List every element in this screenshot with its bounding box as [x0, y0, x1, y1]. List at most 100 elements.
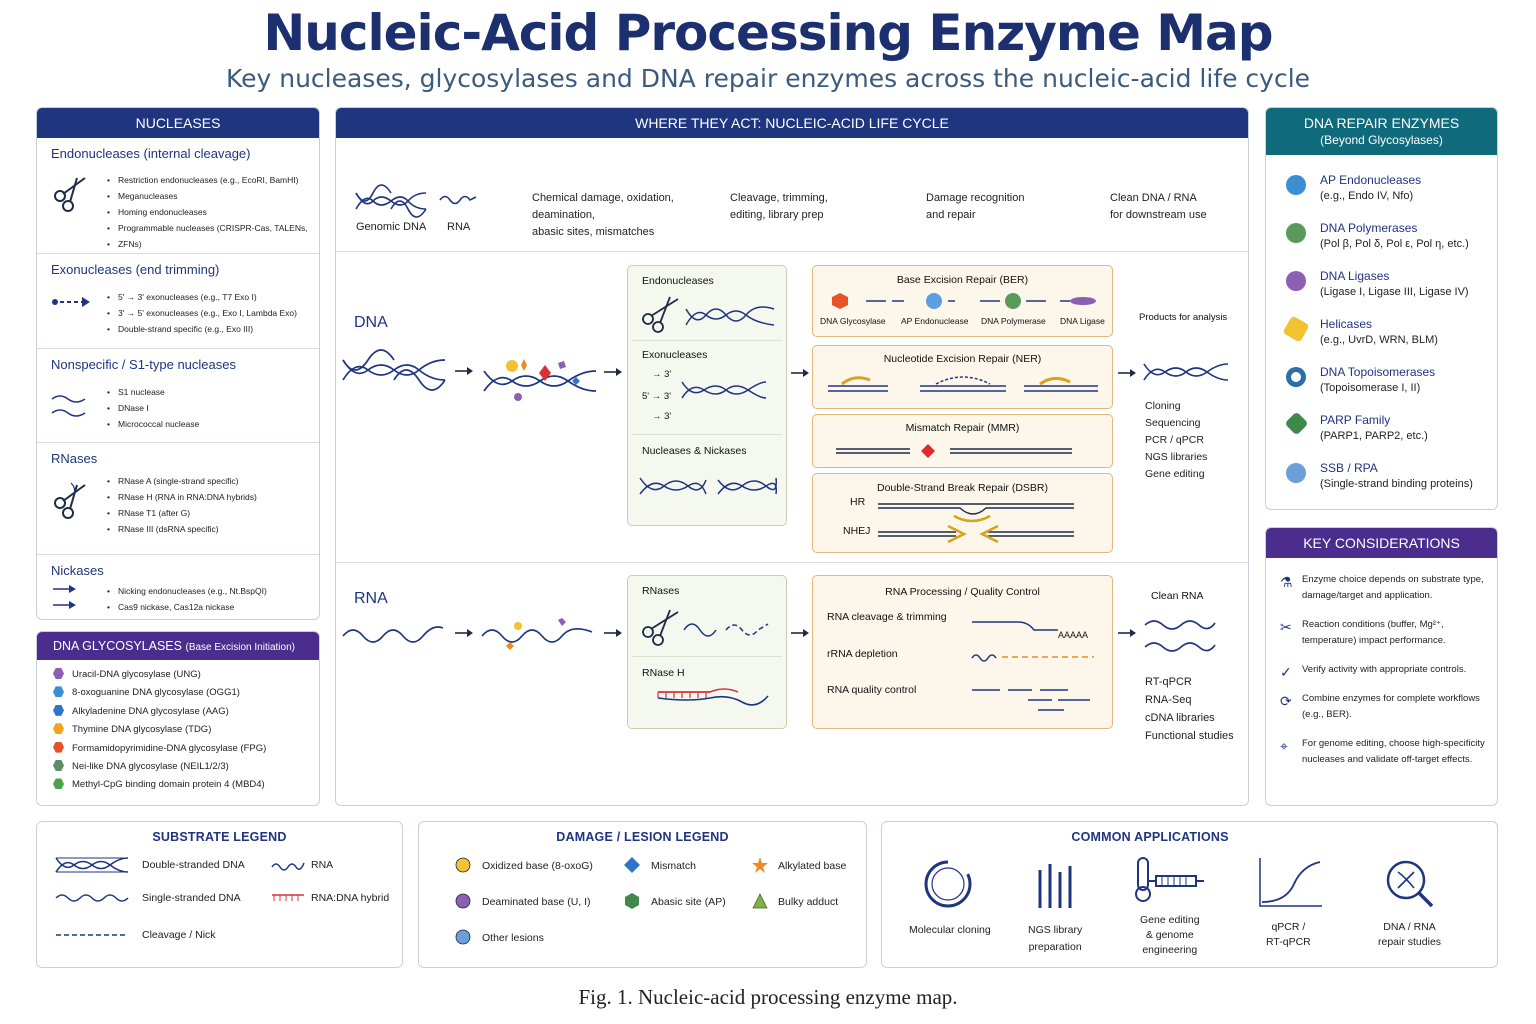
glycosylase-item: Methyl-CpG binding domain protein 4 (MBD…: [53, 776, 319, 794]
ber-step-label: DNA Glycosylase: [820, 316, 886, 326]
deaminated-base-icon: [455, 893, 471, 909]
scissors-icon: [54, 177, 86, 212]
right-arrow-icon: [604, 629, 622, 637]
figure-caption: Fig. 1. Nucleic-acid processing enzyme m…: [578, 985, 958, 1009]
rna-row-label: RNA: [354, 590, 388, 607]
nicked-dna-icon: [639, 477, 778, 495]
applications-title: COMMON APPLICATIONS: [1071, 830, 1229, 844]
step-repair: 4. REPAIR PATHWAYS: [919, 157, 1040, 169]
page-subtitle: Key nucleases, glycosylases and DNA repa…: [225, 64, 1311, 93]
step-sources: 1. DNA / RNA SOURCES: [359, 157, 489, 169]
section-title: RNases: [51, 451, 98, 466]
hexagon-icon: [53, 704, 64, 716]
other-lesions-icon: [455, 929, 471, 945]
ap-endonuclease-icon: [1286, 175, 1306, 195]
rnases-label: RNases: [642, 585, 680, 597]
glycosylase-item: Nei-like DNA glycosylase (NEIL1/2/3): [53, 758, 319, 776]
dsbr-title: Double-Strand Break Repair (DSBR): [877, 482, 1048, 494]
right-arrow-icon: [1118, 369, 1136, 377]
right-arrow-icon: [791, 369, 809, 377]
consideration-item: ✓Verify activity with appropriate contro…: [1280, 664, 1467, 680]
rna-scissors-icon: [54, 482, 86, 519]
dsbr-box: Double-Strand Break Repair (DSBR): [812, 473, 1113, 553]
glycosylase-item: Alkyladenine DNA glycosylase (AAG): [53, 703, 319, 721]
glycosylase-list: Uracil-DNA glycosylase (UNG) 8-oxoguanin…: [37, 660, 319, 795]
legend-label: Alkylated base: [778, 860, 847, 872]
rnase-list: RNase A (single-strand specific) RNase H…: [107, 473, 257, 537]
repair-enzyme-item: PARP Family(PARP1, PARP2, etc.): [1266, 409, 1497, 457]
legend-label: Deaminated base (U, I): [482, 896, 591, 908]
hexagon-icon: [53, 760, 64, 772]
repair-enzymes-panel: DNA REPAIR ENZYMES (Beyond Glycosylases)…: [1265, 107, 1498, 510]
rrna-depletion-diagram: [971, 654, 1094, 662]
ber-pathway-diagram: [832, 293, 1096, 309]
ligase-icon: [1286, 271, 1306, 291]
key-considerations-panel: KEY CONSIDERATIONS ⚗Enzyme choice depend…: [1265, 527, 1498, 806]
lifecycle-header: WHERE THEY ACT: NUCLEIC-ACID LIFE CYCLE: [336, 108, 1248, 138]
repair-enzymes-header: DNA REPAIR ENZYMES (Beyond Glycosylases): [1266, 108, 1497, 155]
genomic-dna-label: Genomic DNA: [356, 221, 427, 233]
rna-trimming-diagram: [972, 621, 1058, 631]
nucleases-nickases-label: Nucleases & Nickases: [642, 445, 747, 457]
exonucleases-label: Exonucleases: [642, 349, 708, 361]
legend-label: Abasic site (AP): [651, 896, 726, 908]
rna-label: RNA: [447, 221, 471, 233]
legend-label: Bulky adduct: [778, 896, 839, 908]
rna-qc-item: RNA quality control: [827, 684, 917, 696]
oxidized-base-icon: [455, 857, 471, 873]
sequencing-bars-icon: [1038, 864, 1072, 908]
section-title: Nonspecific / S1-type nucleases: [51, 357, 236, 372]
damaged-rna-icon: [481, 618, 593, 650]
rna-qc-diagram: [972, 689, 1090, 711]
rna-qc-item: rRNA depletion: [827, 648, 898, 660]
rna-icon: [271, 862, 305, 871]
arrow-icon: [53, 585, 76, 609]
flask-icon: ⚗: [1280, 574, 1293, 590]
mmr-title: Mismatch Repair (MMR): [905, 422, 1020, 434]
exonuclease-dna-icon: [681, 381, 767, 399]
divider: [632, 434, 782, 435]
rna-strand-icon: [439, 195, 477, 205]
exo-direction-label: → 3': [652, 369, 672, 380]
dsbr-diagram: [878, 503, 1074, 544]
alkylated-base-icon: [752, 857, 768, 873]
ber-step-label: AP Endonuclease: [901, 316, 969, 326]
clean-rna-icon: [1144, 620, 1216, 652]
dna-helix-icon: [342, 349, 446, 391]
application-label: qPCR /RT-qPCR: [1266, 921, 1311, 948]
step-modification: 2. MODIFICATION / DAMAGE: [521, 157, 678, 169]
right-arrow-icon: [1118, 629, 1136, 637]
exo-direction-label: 5' → 3': [642, 391, 671, 402]
step-products: 5. PRODUCTS & ANALYSIS: [1084, 157, 1231, 169]
right-arrow-icon: [455, 367, 473, 375]
ber-step-label: DNA Ligase: [1060, 316, 1105, 326]
repair-enzyme-item: DNA Ligases(Ligase I, Ligase III, Ligase…: [1266, 265, 1497, 313]
exo-direction-label: → 3': [652, 411, 672, 422]
row-divider: [336, 251, 1248, 252]
repair-enzyme-item: Helicases(e.g., UvrD, WRN, BLM): [1266, 313, 1497, 361]
parp-icon: [1284, 411, 1309, 436]
application-label: Molecular cloning: [909, 924, 991, 936]
rnases-section: RNases RNase A (single-strand specific) …: [37, 443, 319, 555]
workflow-icon: ⟳: [1280, 693, 1292, 709]
endonucleases-label: Endonucleases: [642, 275, 714, 287]
step-processing: 3. PROCESSING & EDITING: [714, 157, 866, 169]
nickases-section: Nickases Nicking endonucleases (e.g., Nt…: [37, 555, 319, 619]
key-considerations-header: KEY CONSIDERATIONS: [1266, 528, 1497, 558]
row-divider: [336, 562, 1248, 563]
nickase-list: Nicking endonucleases (e.g., Nt.BspQI) C…: [107, 583, 267, 615]
endonuclease-list: Restriction endonucleases (e.g., EcoRI, …: [107, 172, 308, 252]
rna-qc-title: RNA Processing / Quality Control: [885, 586, 1040, 598]
legend-label: Oxidized base (8-oxoG): [482, 860, 593, 872]
scissors-cutting-dna-icon: [642, 296, 775, 333]
wavy-strand-icon: [51, 395, 86, 417]
dna-row-label: DNA: [354, 314, 388, 331]
ner-title: Nucleotide Excision Repair (NER): [883, 353, 1042, 365]
legend-label: RNA: [311, 859, 334, 871]
consideration-item: ⟳Combine enzymes for complete workflows …: [1280, 693, 1480, 720]
legend-label: Cleavage / Nick: [142, 929, 216, 941]
